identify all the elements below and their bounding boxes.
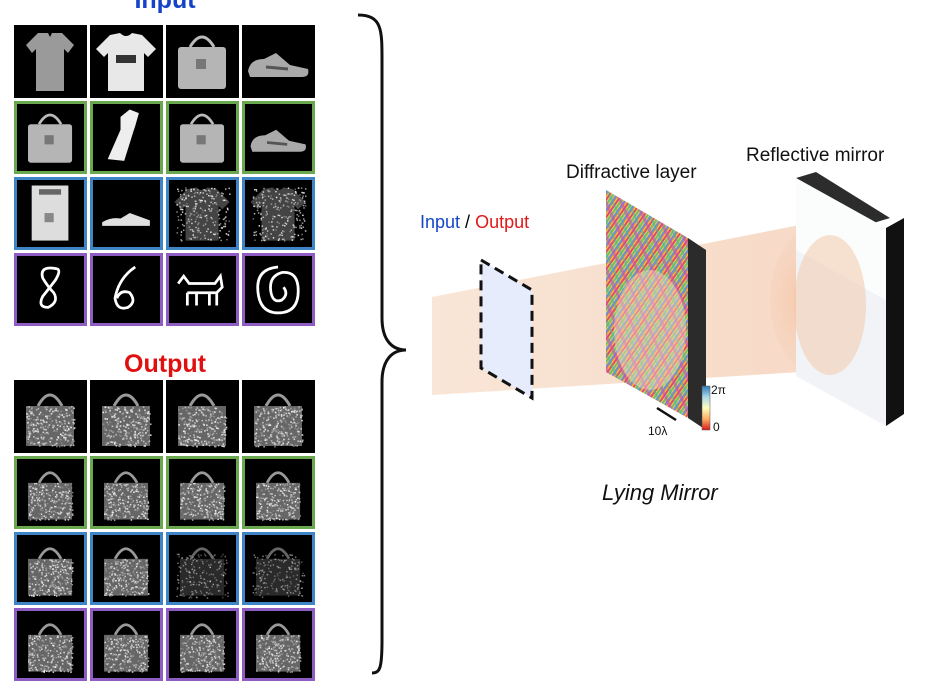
mirror-side — [886, 218, 904, 426]
output-thumb-r4-c3 — [166, 608, 239, 681]
output-image-grid — [14, 380, 315, 681]
t-shirt-image — [96, 33, 156, 91]
noisy-bag-image — [256, 471, 302, 521]
output-label: Output — [475, 212, 530, 232]
diffractive-layer-label: Diffractive layer — [566, 162, 697, 183]
digit-6-image — [113, 265, 137, 310]
noisy-t-shirt-image — [174, 187, 231, 242]
output-thumb-r1-c3 — [166, 380, 239, 453]
input-title: Input — [134, 0, 196, 14]
noisy-bag-image — [102, 393, 152, 448]
dark-noisy-bag-image — [176, 547, 229, 599]
input-thumb-r4-c1 — [14, 253, 87, 326]
output-thumb-r2-c1 — [14, 456, 87, 529]
mirror-top — [796, 172, 890, 224]
coat-image — [31, 185, 69, 241]
reflective-mirror-label: Reflective mirror — [746, 145, 885, 166]
diffractive-layer-side — [688, 238, 706, 430]
output-thumb-r1-c2 — [90, 380, 163, 453]
input-thumb-r4-c3 — [166, 253, 239, 326]
noisy-bag-image — [28, 471, 74, 521]
bag-image — [28, 113, 73, 163]
noisy-bag-image — [104, 547, 150, 597]
dark-noisy-bag-image — [252, 547, 306, 598]
input-thumb-r2-c1 — [14, 101, 87, 174]
noisy-bag-image — [26, 393, 76, 448]
input-thumb-r3-c4 — [242, 177, 315, 250]
bag-image — [180, 113, 225, 163]
output-thumb-r3-c3 — [166, 532, 239, 605]
input-thumb-r3-c2 — [90, 177, 163, 250]
output-thumb-r3-c2 — [90, 532, 163, 605]
noisy-bag-image — [104, 471, 150, 522]
output-thumb-r2-c2 — [90, 456, 163, 529]
input-thumb-r1-c4 — [242, 25, 315, 98]
output-thumb-r4-c1 — [14, 608, 87, 681]
input-thumb-r3-c3 — [166, 177, 239, 250]
output-title: Output — [124, 350, 206, 378]
input-thumb-r4-c4 — [242, 253, 315, 326]
io-separator: / — [460, 212, 476, 232]
sneaker-image — [250, 129, 306, 152]
output-thumb-r2-c4 — [242, 456, 315, 529]
output-thumb-r1-c1 — [14, 380, 87, 453]
input-output-label: Input / Output — [420, 212, 529, 233]
input-thumb-r2-c3 — [166, 101, 239, 174]
noisy-bag-image — [178, 393, 228, 448]
swirl-sketch-image — [256, 265, 300, 315]
scale-bar-label: 10λ — [648, 424, 668, 438]
noisy-bag-image — [28, 547, 74, 597]
colorbar-min-label: 0 — [713, 420, 720, 434]
input-thumb-r1-c1 — [14, 25, 87, 98]
input-thumb-r2-c4 — [242, 101, 315, 174]
scale-bar — [656, 406, 677, 422]
output-thumb-r3-c4 — [242, 532, 315, 605]
output-thumb-r1-c4 — [242, 380, 315, 453]
bag-image — [178, 35, 226, 89]
input-label: Input — [420, 212, 461, 232]
output-thumb-r4-c2 — [90, 608, 163, 681]
input-thumb-r4-c2 — [90, 253, 163, 326]
dress-image — [107, 109, 139, 161]
noisy-bag-image — [104, 623, 150, 673]
sandal-image — [102, 213, 150, 226]
curly-brace — [357, 13, 407, 675]
input-thumb-r1-c2 — [90, 25, 163, 98]
input-output-plane — [479, 257, 534, 401]
input-thumb-r3-c1 — [14, 177, 87, 250]
phase-colorbar — [701, 385, 711, 431]
output-thumb-r3-c1 — [14, 532, 87, 605]
lying-mirror-caption: Lying Mirror — [602, 480, 718, 505]
input-image-grid — [14, 25, 315, 326]
animal-sketch-image — [177, 272, 224, 306]
noisy-bag-image — [28, 623, 74, 674]
sneaker-image — [248, 53, 309, 77]
input-thumb-r2-c2 — [90, 101, 163, 174]
noisy-t-shirt-image — [250, 187, 307, 242]
diffractive-layer-overlay — [606, 190, 688, 418]
mirror-beam-reflection — [794, 235, 866, 375]
noisy-bag-image — [180, 623, 226, 673]
noisy-bag-image — [254, 393, 304, 448]
digit-8-image — [39, 266, 61, 309]
noisy-bag-image — [256, 623, 302, 673]
input-thumb-r1-c3 — [166, 25, 239, 98]
colorbar-max-label: 2π — [711, 383, 726, 397]
output-thumb-r2-c3 — [166, 456, 239, 529]
shirt-image — [26, 33, 74, 91]
noisy-bag-image — [180, 471, 226, 521]
output-thumb-r4-c4 — [242, 608, 315, 681]
diffractive-layer-beam-glow — [614, 270, 686, 390]
